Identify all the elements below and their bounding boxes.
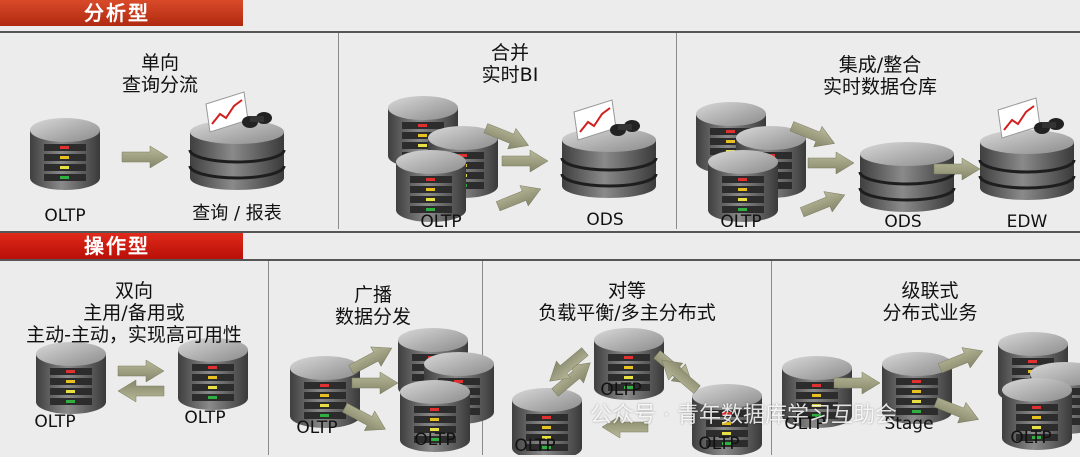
one-way-target-label: 查询 / 报表 bbox=[192, 203, 282, 224]
two-way-title-line3: 主动-主动，实现高可用性 bbox=[26, 324, 242, 346]
section-header-analysis: 分析型 bbox=[0, 0, 243, 26]
arrow-bi-right bbox=[117, 359, 165, 383]
panel-merge bbox=[338, 33, 677, 229]
arrow-merge-2 bbox=[501, 149, 549, 173]
db-edw bbox=[978, 128, 1076, 202]
peer-right-label: OLTP bbox=[698, 434, 740, 454]
integrate-source-label: OLTP bbox=[720, 212, 762, 232]
db-oltp-bi-left bbox=[36, 342, 106, 414]
broadcast-source-label: OLTP bbox=[296, 418, 338, 438]
peer-top-label: OLTP bbox=[600, 380, 642, 400]
one-way-source-label: OLTP bbox=[44, 206, 86, 226]
integrate-title-line2: 实时数据仓库 bbox=[822, 76, 937, 98]
broadcast-title-line2: 数据分发 bbox=[334, 306, 411, 328]
two-way-title-line1: 双向 bbox=[114, 280, 153, 302]
merge-title-line1: 合并 bbox=[490, 42, 529, 64]
watermark: 公众号 · 青年数据库学习互助会 bbox=[590, 403, 897, 428]
one-way-title-line2: 查询分流 bbox=[121, 74, 198, 96]
two-way-title: 双向 主用/备用或 主动-主动，实现高可用性 bbox=[4, 280, 264, 346]
peer-title-line1: 对等 bbox=[607, 280, 646, 302]
two-way-right-label: OLTP bbox=[184, 408, 226, 428]
integrate-title-line1: 集成/整合 bbox=[838, 54, 922, 76]
arrow-broadcast-1 bbox=[345, 338, 398, 380]
broadcast-title-line1: 广播 bbox=[353, 284, 392, 306]
one-way-title-line1: 单向 bbox=[140, 52, 179, 74]
db-ods-int bbox=[858, 140, 956, 214]
operational-band bbox=[0, 259, 1080, 457]
cascade-title-line2: 分布式业务 bbox=[882, 302, 978, 324]
arrow-one-way bbox=[121, 145, 169, 169]
panel-peer bbox=[482, 261, 772, 455]
broadcast-target-label: OLTP bbox=[414, 430, 456, 450]
one-way-title: 单向 查询分流 bbox=[110, 52, 210, 96]
merge-target-label: ODS bbox=[586, 210, 624, 230]
section-header-operational-label: 操作型 bbox=[84, 234, 150, 258]
section-header-analysis-label: 分析型 bbox=[84, 1, 150, 25]
arrow-int-3 bbox=[797, 184, 850, 223]
integrate-middle-label: ODS bbox=[884, 212, 922, 232]
broadcast-title: 广播 数据分发 bbox=[318, 284, 428, 328]
peer-title-line2: 负载平衡/多主分布式 bbox=[538, 302, 716, 324]
two-way-title-line2: 主用/备用或 bbox=[83, 302, 185, 324]
integrate-title: 集成/整合 实时数据仓库 bbox=[800, 54, 960, 98]
cascade-middle-label: Stage bbox=[884, 414, 934, 434]
db-report bbox=[188, 118, 286, 192]
panel-one-way bbox=[0, 33, 339, 229]
two-way-left-label: OLTP bbox=[34, 412, 76, 432]
cascade-source-label: OLTP bbox=[784, 414, 826, 434]
arrow-bi-left bbox=[117, 379, 165, 403]
integrate-target-label: EDW bbox=[1006, 212, 1048, 232]
cascade-target-label: OLTP bbox=[1010, 428, 1052, 448]
cascade-title: 级联式 分布式业务 bbox=[860, 280, 1000, 324]
db-ods-merge bbox=[560, 126, 658, 200]
analysis-band bbox=[0, 31, 1080, 233]
cascade-title-line1: 级联式 bbox=[901, 280, 959, 302]
panel-two-way bbox=[0, 261, 269, 455]
db-oltp-bi-right bbox=[178, 338, 248, 410]
merge-source-label: OLTP bbox=[420, 212, 462, 232]
section-header-operational: 操作型 bbox=[0, 233, 243, 259]
arrow-int-2 bbox=[807, 151, 855, 175]
db-oltp-one-way bbox=[30, 118, 100, 190]
merge-title-line2: 实时BI bbox=[481, 64, 539, 86]
peer-left-label: OLTP bbox=[514, 436, 556, 456]
peer-title: 对等 负载平衡/多主分布式 bbox=[512, 280, 742, 324]
merge-title: 合并 实时BI bbox=[460, 42, 560, 86]
arrow-merge-3 bbox=[493, 178, 546, 217]
